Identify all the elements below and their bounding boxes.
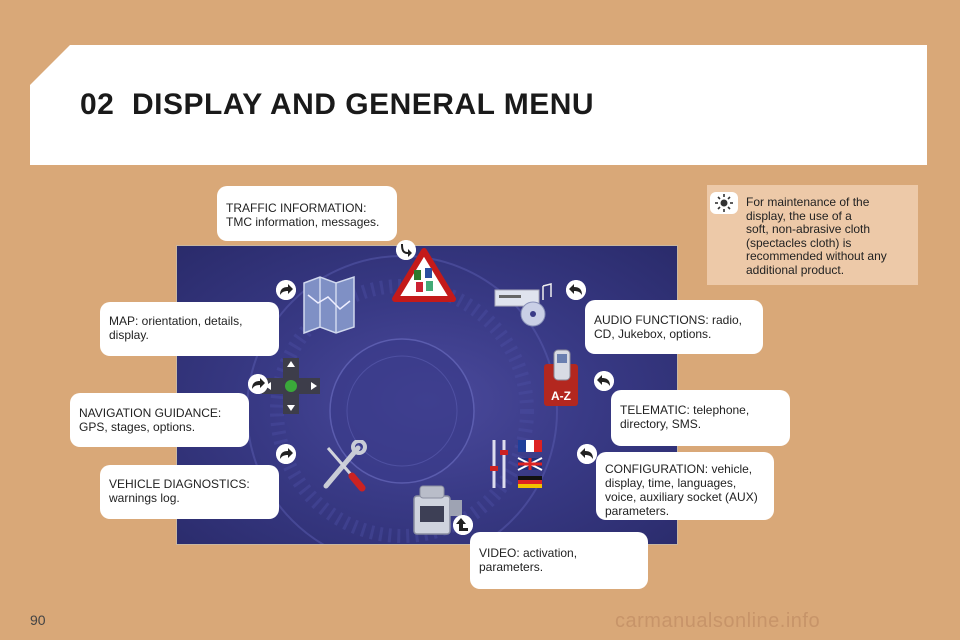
telematic-arrow-icon (594, 371, 614, 391)
audio-arrow-icon (566, 280, 586, 300)
maintenance-note-text: For maintenance of the display, the use … (746, 195, 887, 277)
telematic-callout: TELEMATIC: telephone, directory, SMS. (611, 390, 790, 446)
traffic-information-title: TRAFFIC INFORMATION: (226, 201, 367, 215)
traffic-warning-icon[interactable] (392, 248, 456, 302)
vehicle-diagnostics-title: VEHICLE DIAGNOSTICS: (109, 477, 250, 491)
video-desc: parameters. (479, 560, 544, 574)
phone-directory-icon[interactable]: A-Z (542, 348, 584, 408)
wrench-screwdriver-icon[interactable] (318, 440, 368, 492)
configuration-desc-1: display, time, languages, (605, 476, 737, 490)
header-banner (30, 45, 927, 165)
video-title: VIDEO: activation, (479, 546, 578, 560)
traffic-information-callout: TRAFFIC INFORMATION: TMC information, me… (217, 186, 397, 241)
configuration-title: CONFIGURATION: vehicle, (605, 462, 753, 476)
telematic-desc: directory, SMS. (620, 417, 702, 431)
map-arrow-icon (276, 280, 296, 300)
configuration-arrow-icon (577, 444, 597, 464)
watermark: carmanualsonline.info (615, 610, 821, 632)
navigation-guidance-desc: GPS, stages, options. (79, 420, 196, 434)
configuration-desc-2: voice, auxiliary socket (AUX) (605, 490, 758, 504)
settings-flags-icon[interactable] (488, 436, 546, 492)
telematic-title: TELEMATIC: telephone, (620, 403, 750, 417)
video-arrow-icon (453, 515, 473, 535)
configuration-callout: CONFIGURATION: vehicle, display, time, l… (596, 452, 774, 520)
map-callout: MAP: orientation, details, display. (100, 302, 279, 356)
map-title: MAP: orientation, details, (109, 314, 243, 328)
audio-functions-desc: CD, Jukebox, options. (594, 327, 712, 341)
map-desc: display. (109, 328, 149, 342)
video-callout: VIDEO: activation, parameters. (470, 532, 648, 589)
diagnostics-arrow-icon (276, 444, 296, 464)
sun-icon (710, 192, 738, 214)
chapter-number: 02 (80, 88, 115, 121)
audio-functions-title: AUDIO FUNCTIONS: radio, (594, 313, 743, 327)
road-junction-icon[interactable] (262, 358, 320, 414)
video-camera-icon[interactable] (408, 484, 464, 536)
traffic-arrow-icon (396, 240, 416, 260)
vehicle-diagnostics-callout: VEHICLE DIAGNOSTICS: warnings log. (100, 465, 279, 519)
navigation-guidance-title: NAVIGATION GUIDANCE: (79, 406, 222, 420)
navigation-arrow-icon (248, 374, 268, 394)
navigation-guidance-callout: NAVIGATION GUIDANCE: GPS, stages, option… (70, 393, 249, 447)
configuration-desc-3: parameters. (605, 504, 670, 518)
maintenance-note (707, 185, 918, 285)
audio-functions-callout: AUDIO FUNCTIONS: radio, CD, Jukebox, opt… (585, 300, 763, 354)
page-number: 90 (30, 612, 46, 628)
vehicle-diagnostics-desc: warnings log. (109, 491, 180, 505)
traffic-information-desc: TMC information, messages. (226, 215, 380, 229)
page-title: DISPLAY AND GENERAL MENU (132, 88, 595, 121)
az-label: A-Z (551, 389, 571, 403)
audio-cd-icon[interactable] (493, 282, 553, 328)
map-icon[interactable] (300, 275, 358, 335)
